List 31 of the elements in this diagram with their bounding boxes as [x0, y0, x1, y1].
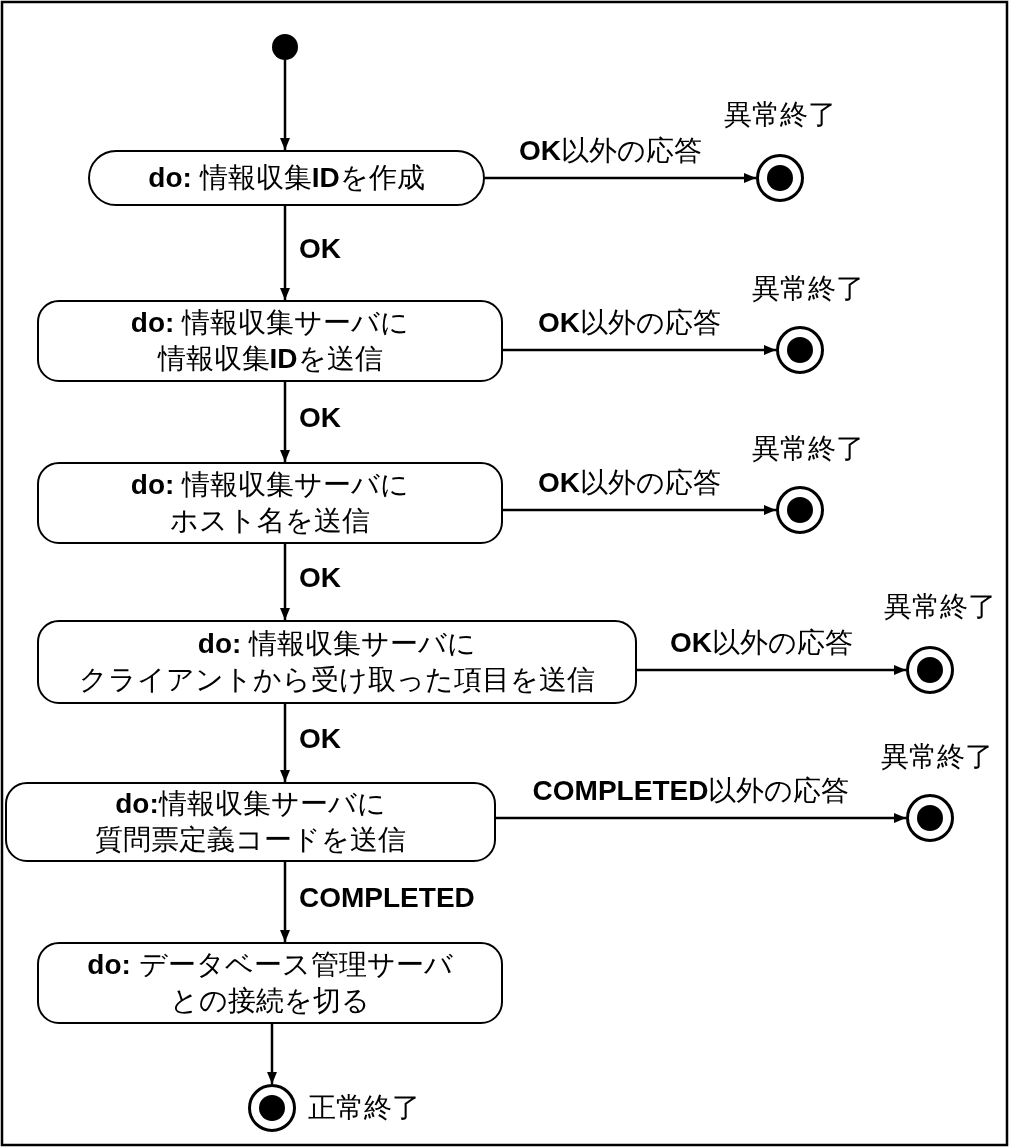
transition-arrow	[267, 1024, 277, 1084]
state-label: 異常終了	[752, 272, 864, 306]
transition-arrow	[280, 206, 290, 300]
final-state-icon	[756, 154, 804, 202]
transition-arrow	[503, 505, 776, 515]
action-state-box: do: 情報収集IDを作成	[88, 150, 485, 206]
transition-arrow	[280, 704, 290, 782]
transition-arrow	[280, 382, 290, 462]
action-state-box: do: 情報収集サーバに情報収集IDを送信	[37, 300, 503, 382]
state-label: 異常終了	[884, 590, 996, 624]
transition-arrow	[280, 60, 290, 150]
final-state-icon	[906, 794, 954, 842]
action-state-box: do:情報収集サーバに質問票定義コードを送信	[5, 782, 496, 862]
action-state-box: do: 情報収集サーバにホスト名を送信	[37, 462, 503, 544]
state-label: 異常終了	[724, 98, 836, 132]
transition-arrow	[280, 862, 290, 942]
state-label: 正常終了	[308, 1091, 420, 1125]
transition-arrow	[637, 665, 906, 675]
final-state-icon	[776, 326, 824, 374]
state-label: 異常終了	[881, 740, 993, 774]
action-state-box: do: データベース管理サーバとの接続を切る	[37, 942, 503, 1024]
final-state-icon	[906, 646, 954, 694]
transition-arrow	[280, 544, 290, 620]
action-state-box: do: 情報収集サーバにクライアントから受け取った項目を送信	[37, 620, 637, 704]
transition-arrow	[503, 345, 776, 355]
final-state-icon	[776, 486, 824, 534]
initial-state-icon	[272, 34, 298, 60]
transition-arrow	[496, 813, 906, 823]
transition-arrow	[485, 173, 756, 183]
final-state-icon	[248, 1084, 296, 1132]
state-label: 異常終了	[752, 432, 864, 466]
